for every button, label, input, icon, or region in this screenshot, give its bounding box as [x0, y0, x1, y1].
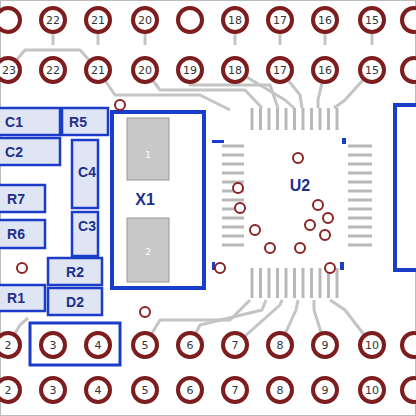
part-designator: C1 — [5, 114, 23, 130]
pad-number: 22 — [46, 64, 60, 77]
part-designator: R2 — [66, 264, 84, 280]
pad-number: 18 — [228, 64, 242, 77]
pad-number: 1 — [145, 150, 151, 160]
part-designator: C4 — [78, 164, 96, 180]
part-designator: R1 — [7, 290, 25, 306]
pad-number: 19 — [183, 64, 197, 77]
pad-number: 18 — [228, 14, 242, 27]
part-designator: R5 — [69, 114, 87, 130]
part-designator: C3 — [78, 218, 96, 234]
pad-number: 5 — [142, 339, 149, 352]
pad-number: 15 — [365, 14, 379, 27]
pad-number: 22 — [46, 14, 60, 27]
pad-number: 5 — [142, 384, 149, 397]
part-designator: X1 — [135, 191, 155, 209]
pad-number: 16 — [318, 64, 332, 77]
pad-number: 4 — [95, 339, 102, 352]
pad-number: 2 — [145, 247, 151, 257]
pad-number: 8 — [277, 384, 284, 397]
pad-number: 15 — [365, 64, 379, 77]
pad-number: 7 — [232, 339, 239, 352]
pad-number: 8 — [277, 339, 284, 352]
part-designator: U2 — [290, 177, 310, 195]
part-designator: D2 — [66, 294, 84, 310]
pad-number: 4 — [95, 384, 102, 397]
pad-number: 17 — [273, 64, 287, 77]
pad-number: 9 — [322, 339, 329, 352]
pad-number: 23 — [2, 64, 16, 77]
pad-number: 10 — [365, 339, 379, 352]
pad-number: 20 — [138, 14, 152, 27]
pad-number: 16 — [318, 14, 332, 27]
pad-number: 2 — [5, 339, 12, 352]
pad-number: 21 — [91, 14, 105, 27]
pad-number: 9 — [322, 384, 329, 397]
pad-number: 6 — [187, 339, 194, 352]
pad-number: 10 — [365, 384, 379, 397]
pad-number: 2 — [5, 384, 12, 397]
pad-number: 21 — [91, 64, 105, 77]
part-designator: C2 — [5, 144, 23, 160]
pad-number: 3 — [50, 384, 57, 397]
pad-number: 20 — [138, 64, 152, 77]
pad-number: 6 — [187, 384, 194, 397]
pad-number: 17 — [273, 14, 287, 27]
part-designator: R7 — [7, 191, 25, 207]
part-designator: R6 — [7, 226, 25, 242]
pad-number: 3 — [50, 339, 57, 352]
pad-number: 7 — [232, 384, 239, 397]
